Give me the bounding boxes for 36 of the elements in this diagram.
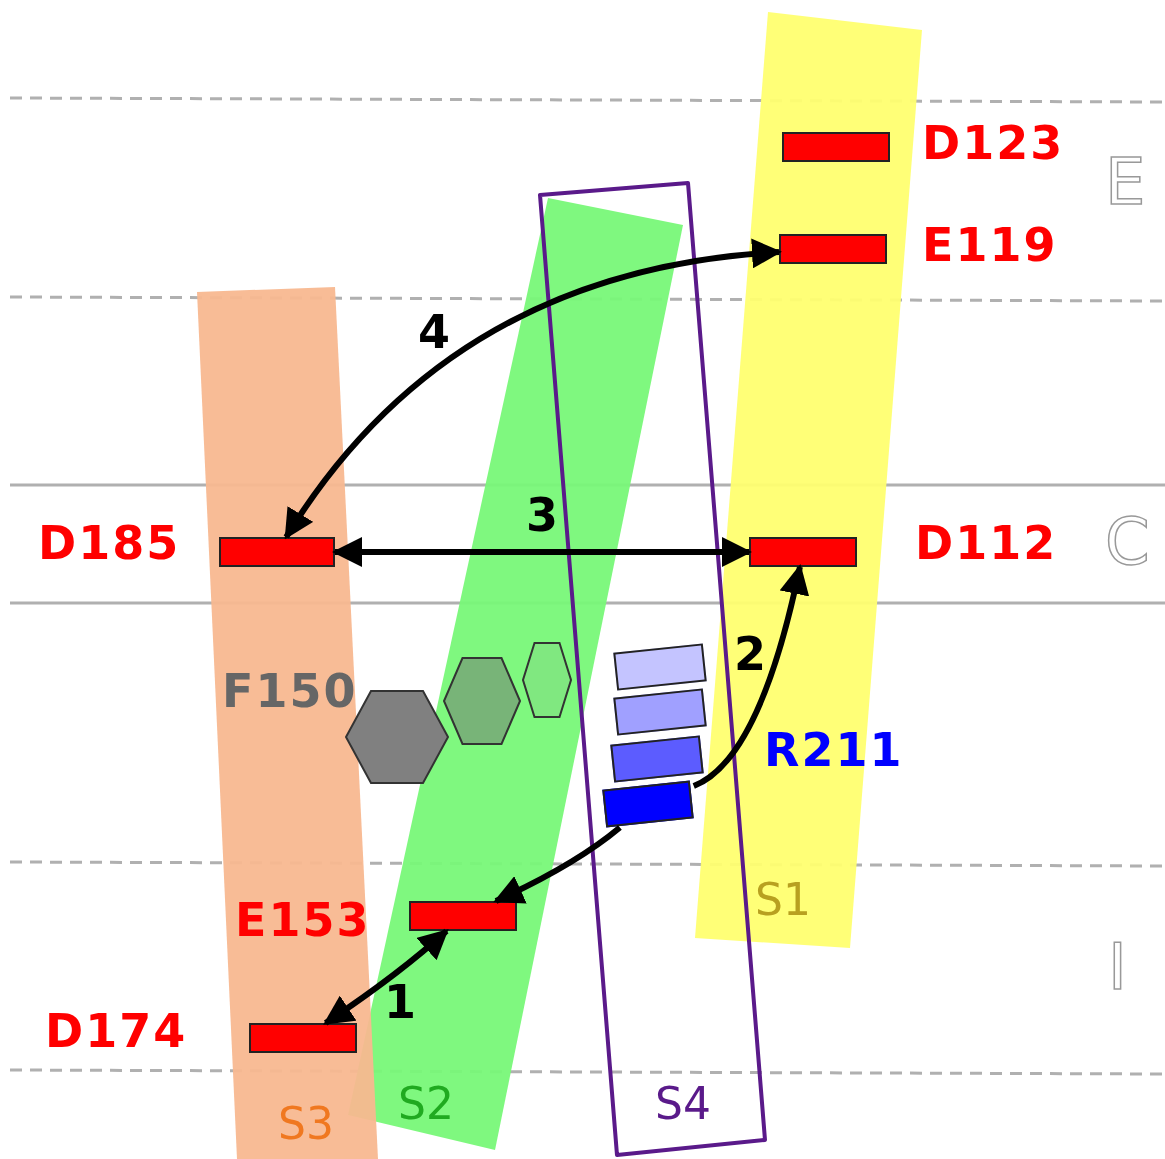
arrow bbox=[332, 537, 752, 567]
arrow bbox=[323, 928, 449, 1026]
helix-label: S2 bbox=[398, 1082, 454, 1126]
region-label: I bbox=[1108, 935, 1127, 999]
residue-position-bar bbox=[610, 735, 704, 783]
edge-label: 4 bbox=[418, 309, 452, 355]
residue-bar bbox=[779, 234, 887, 264]
residue-bar bbox=[249, 1023, 357, 1053]
residue-label: D174 bbox=[45, 1008, 188, 1054]
residue-bar bbox=[749, 537, 857, 567]
arrow bbox=[283, 239, 782, 540]
residue-bar bbox=[409, 901, 517, 931]
region-label: E bbox=[1105, 150, 1146, 214]
edge-label: 1 bbox=[384, 979, 418, 1025]
edge-label: 3 bbox=[526, 492, 560, 538]
region-label: C bbox=[1105, 510, 1150, 574]
residue-bar bbox=[219, 537, 335, 567]
residue-label: F150 bbox=[222, 668, 358, 714]
helix-label: S1 bbox=[755, 878, 811, 922]
residue-label: E119 bbox=[922, 222, 1058, 268]
arrow bbox=[692, 564, 809, 789]
hexagon-shape bbox=[522, 642, 572, 718]
residue-position-bar bbox=[613, 643, 707, 691]
helix-label: S4 bbox=[655, 1082, 711, 1126]
residue-label: E153 bbox=[235, 897, 371, 943]
residue-label: D185 bbox=[38, 520, 181, 566]
edge-label: 2 bbox=[734, 631, 768, 677]
arrow bbox=[493, 825, 622, 904]
residue-label: R211 bbox=[764, 727, 904, 773]
helix-label: S3 bbox=[278, 1102, 334, 1146]
residue-bar bbox=[782, 132, 890, 162]
residue-label: D123 bbox=[922, 120, 1065, 166]
residue-position-bar bbox=[602, 780, 694, 828]
residue-position-bar bbox=[613, 688, 707, 736]
hexagon-shape bbox=[443, 657, 521, 745]
residue-label: D112 bbox=[915, 520, 1058, 566]
